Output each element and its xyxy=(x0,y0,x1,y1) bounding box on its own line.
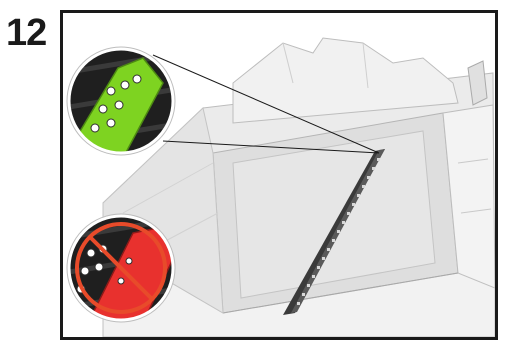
printer-illustration xyxy=(63,13,495,337)
illustration-frame xyxy=(60,10,498,340)
step-number: 12 xyxy=(6,14,46,52)
